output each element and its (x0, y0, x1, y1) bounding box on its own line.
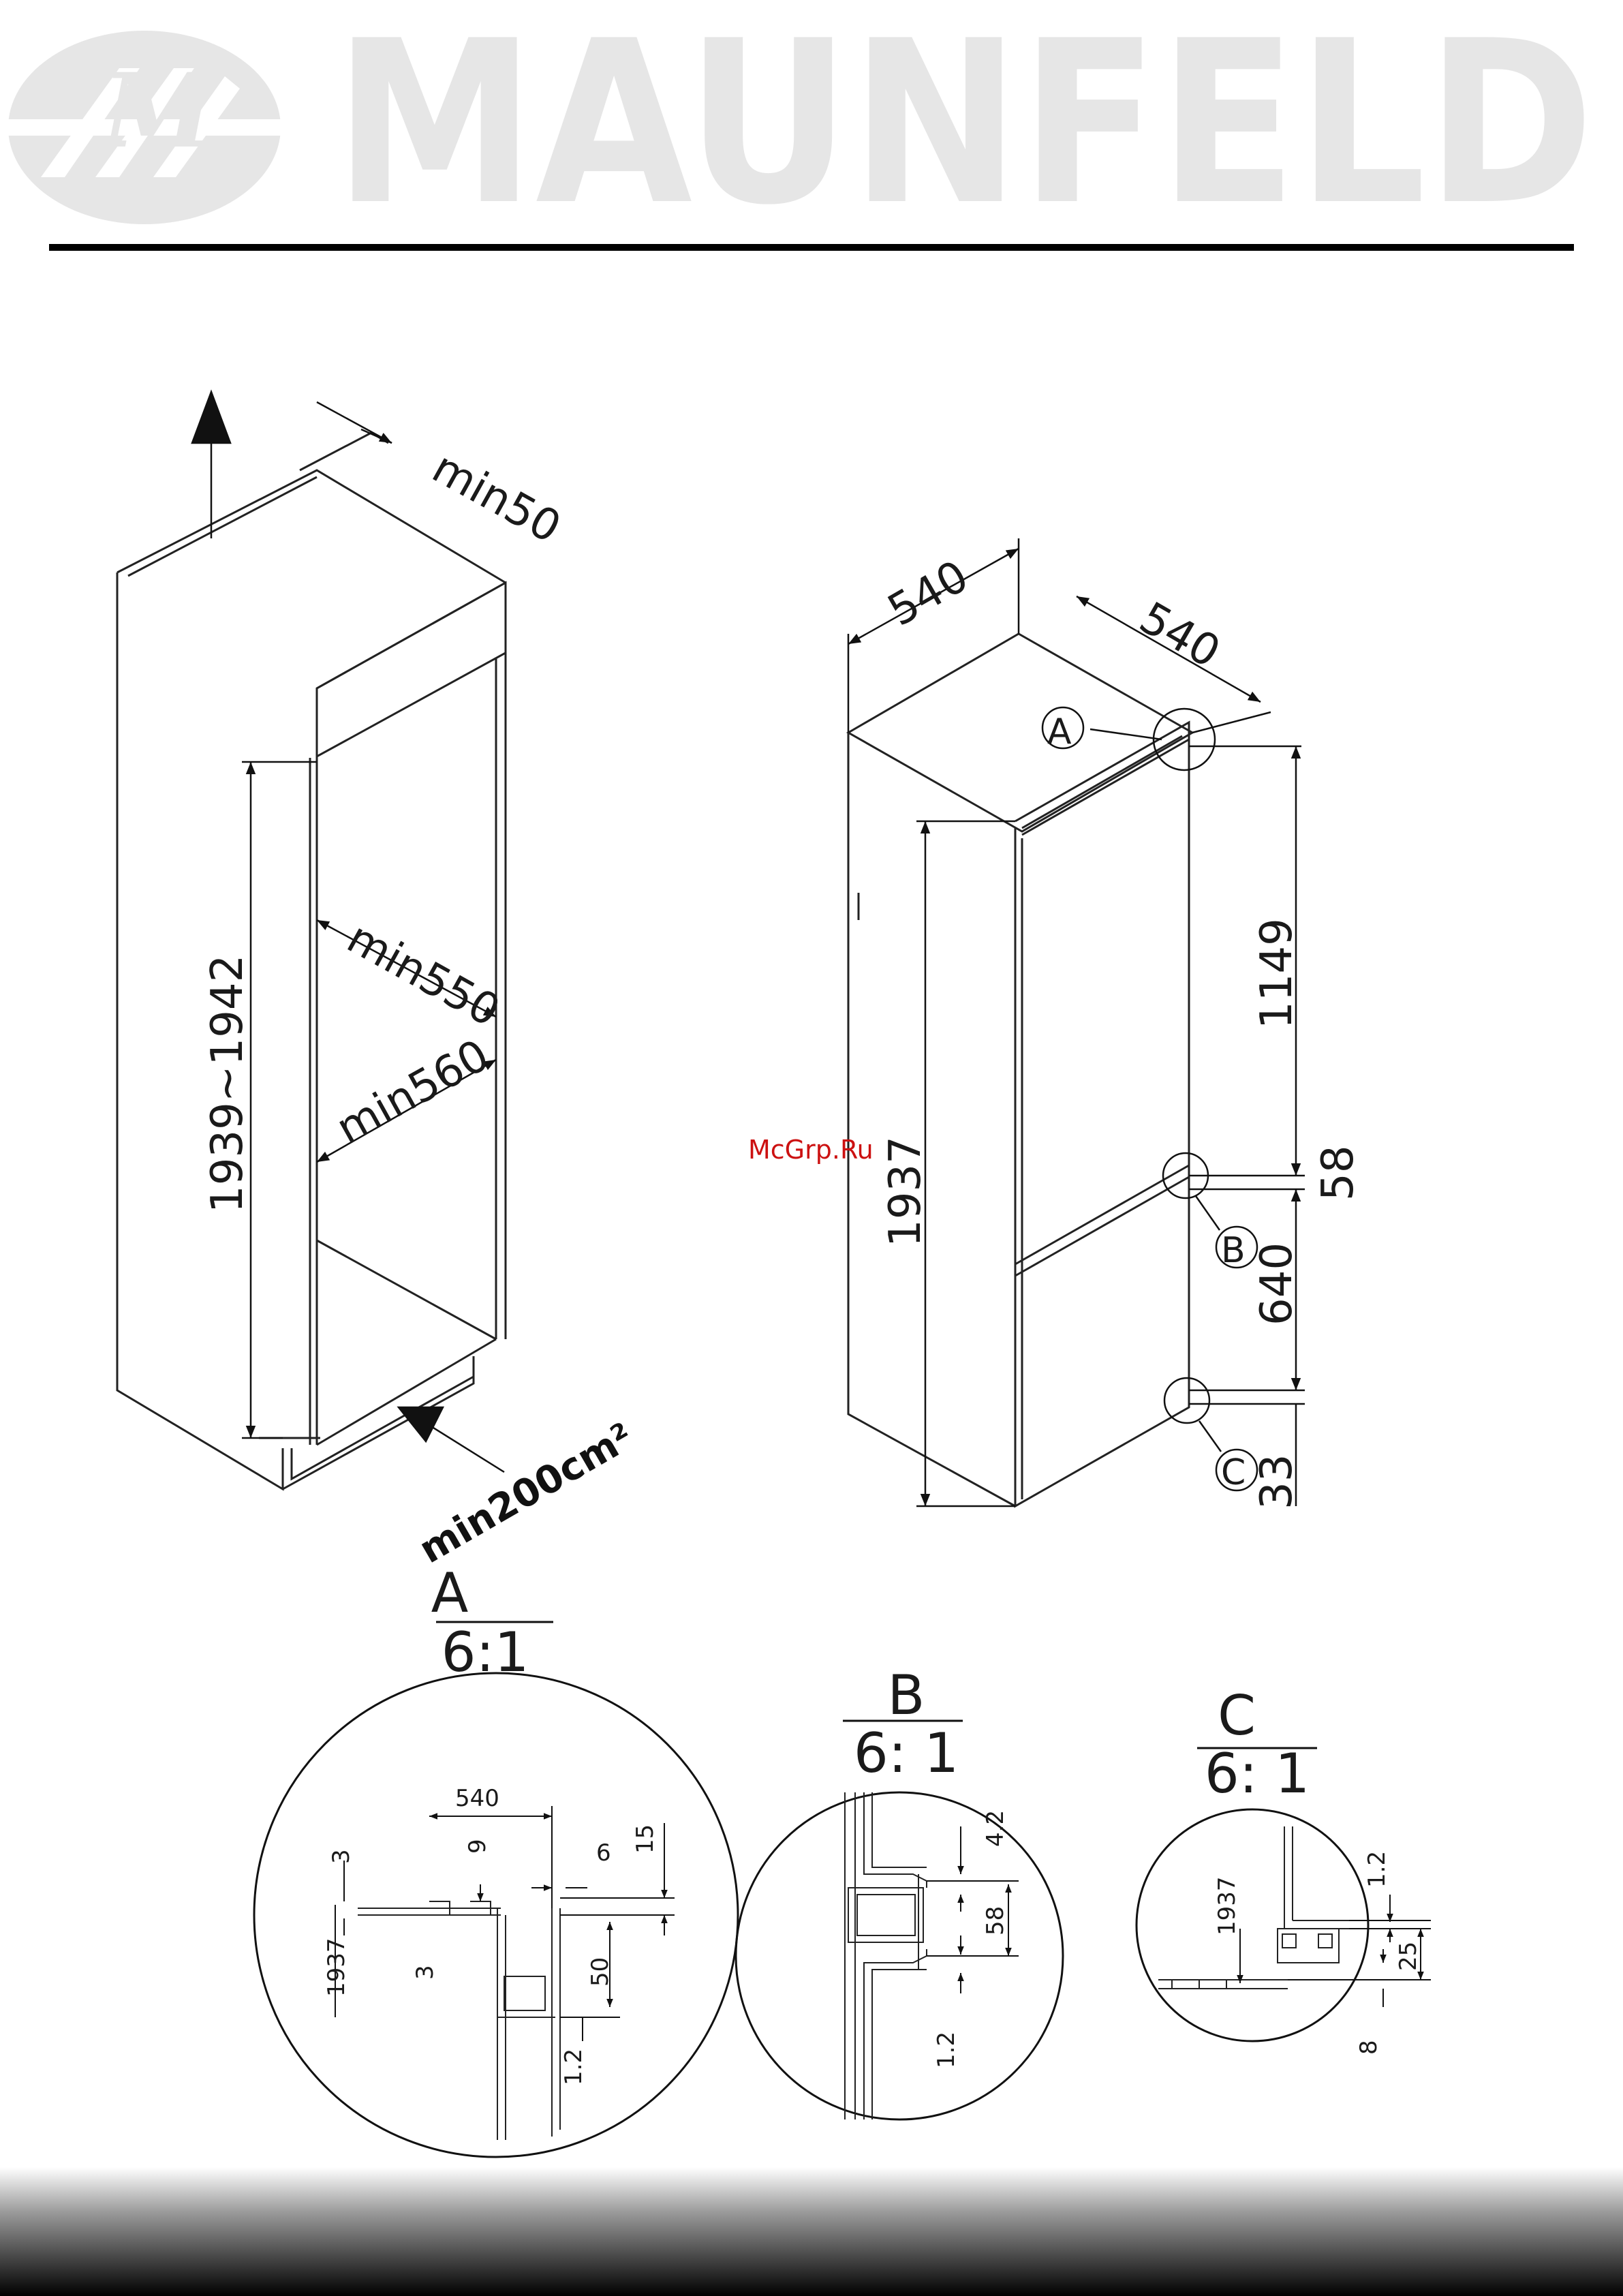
detail-b-label: B (888, 1664, 925, 1727)
appliance-gap-label: 58 (1313, 1146, 1363, 1201)
detail-c-dim-8: 8 (1355, 2040, 1382, 2055)
watermark: McGrp.Ru (748, 1135, 874, 1165)
detail-c-dim-1-2: 1.2 (1363, 1851, 1391, 1888)
detail-a-dim-3-top: 3 (328, 1849, 355, 1864)
logo-emblem-letter: M (99, 51, 218, 171)
niche-ventilation-label: min200cm² (412, 1415, 641, 1572)
appliance-lower-door-label: 640 (1252, 1242, 1302, 1326)
appliance-bottom-label: 33 (1252, 1454, 1302, 1510)
detail-b-scale: 6: 1 (854, 1721, 959, 1785)
detail-a-dim-15: 15 (632, 1824, 659, 1854)
appliance-height-label: 1937 (880, 1136, 931, 1247)
logo-emblem-icon: M (7, 31, 282, 224)
detail-c-scale: 6: 1 (1205, 1742, 1310, 1805)
detail-a-dim-1937: 1937 (323, 1938, 350, 1997)
marker-c-label: C (1221, 1452, 1246, 1493)
appliance-dimensions (848, 538, 1305, 1506)
detail-b-dim-58: 58 (982, 1906, 1009, 1935)
brand-logo: M MAUNFELD (7, 0, 1594, 254)
detail-a-dim-540: 540 (455, 1785, 499, 1812)
niche-depth-label: min550 (339, 913, 508, 1037)
appliance-upper-door-label: 1149 (1252, 918, 1302, 1029)
detail-a-dim-9: 9 (464, 1839, 491, 1854)
detail-c-dim-1937: 1937 (1214, 1876, 1241, 1935)
detail-a-label: A (431, 1561, 469, 1625)
appliance-width-label: 540 (880, 551, 977, 637)
detail-b: B 6: 1 4.2 58 1.2 (736, 1664, 1063, 2119)
detail-b-dim-4-2: 4.2 (982, 1810, 1009, 1847)
brand-wordmark: MAUNFELD (334, 0, 1594, 254)
appliance-drawing (848, 634, 1192, 1506)
niche-height-label: 1939~1942 (202, 955, 253, 1213)
detail-a-dim-50: 50 (587, 1957, 614, 1987)
marker-a-label: A (1047, 711, 1072, 752)
niche-width-label: min560 (328, 1030, 497, 1154)
detail-c-dim-25: 25 (1395, 1942, 1422, 1971)
detail-b-dim-1-2: 1.2 (933, 2032, 960, 2068)
niche-top-clearance-label: min50 (424, 442, 569, 553)
appliance-depth-label: 540 (1131, 593, 1228, 678)
marker-b-label: B (1221, 1230, 1246, 1271)
detail-c: C 6: 1 1937 1.2 25 (1137, 1684, 1431, 2055)
detail-a-dim-3-bottom: 3 (412, 1965, 439, 1980)
detail-a-dim-1-2: 1.2 (560, 2049, 587, 2085)
footer-bar (0, 2167, 1623, 2296)
detail-a: A 6:1 (254, 1561, 738, 2157)
header-rule (49, 244, 1574, 251)
detail-c-label: C (1218, 1684, 1256, 1747)
detail-a-dim-6: 6 (596, 1839, 611, 1867)
